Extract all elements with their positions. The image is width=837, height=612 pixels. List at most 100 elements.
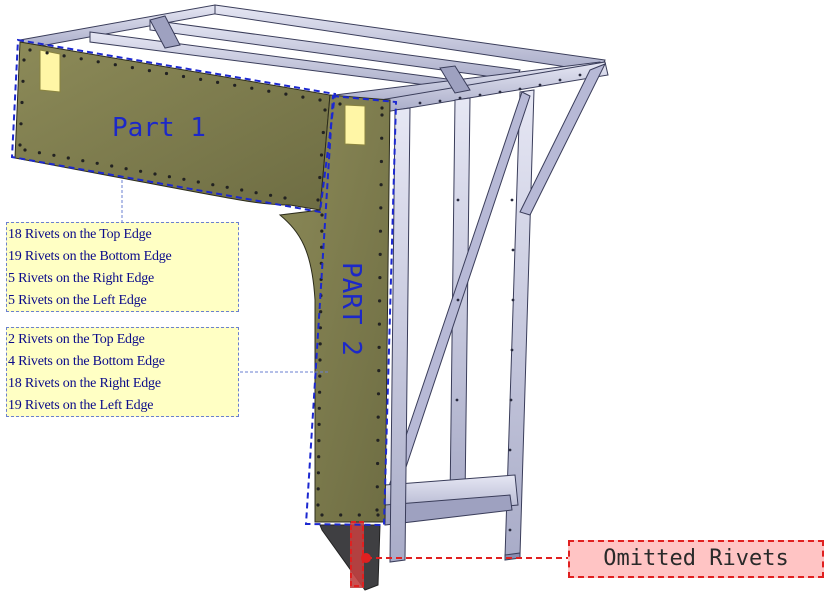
- part1-note-right: 5 Rivets on the Right Edge: [8, 271, 155, 286]
- panel-rivets: [18, 48, 384, 517]
- rivet-hole: [339, 513, 343, 517]
- rivet-hole: [317, 406, 321, 410]
- rivet-hole: [23, 148, 27, 152]
- rivet-hole: [28, 48, 32, 52]
- rivet-hole: [379, 159, 383, 164]
- rivet-hole: [378, 276, 382, 280]
- rivet-hole: [320, 213, 324, 217]
- rivet-hole: [130, 66, 134, 70]
- part2-note-top: 2 Rivets on the Top Edge: [8, 332, 145, 347]
- rivet-hole: [18, 143, 22, 147]
- part1-note-bottom: 19 Rivets on the Bottom Edge: [8, 249, 172, 264]
- rivet-hole: [318, 374, 322, 378]
- rivet-hole: [318, 390, 322, 394]
- part2-lower-extension: [319, 522, 381, 591]
- rivet-hole: [316, 487, 320, 491]
- rivet-hole: [153, 172, 157, 176]
- rivet-hole: [269, 193, 273, 197]
- rivet-hole: [318, 98, 322, 102]
- rivet-hole: [79, 57, 83, 61]
- part1-label: Part 1: [112, 113, 206, 143]
- part2-panel: [278, 94, 391, 523]
- rivet-hole: [380, 113, 384, 117]
- rivet-hole: [318, 342, 322, 346]
- rivet-hole: [181, 74, 186, 79]
- rivet-hole: [225, 185, 229, 189]
- part1-rivet-notes: 18 Rivets on the Top Edge 19 Rivets on t…: [6, 222, 239, 312]
- omitted-rivets-marker: [350, 521, 568, 587]
- top-frame: [18, 4, 609, 113]
- rivet-hole: [22, 58, 26, 62]
- rivet-hole: [96, 60, 100, 64]
- rivet-hole: [317, 422, 321, 426]
- rivet-hole: [250, 86, 254, 90]
- rivet-hole: [375, 485, 379, 489]
- rivet-hole: [199, 77, 203, 81]
- rivet-hole: [45, 51, 49, 55]
- rivet-hole: [124, 167, 128, 171]
- rivet-hole: [376, 392, 381, 396]
- rivet-hole: [21, 79, 25, 83]
- rivet-hole: [377, 345, 381, 349]
- frame-holes: [418, 73, 582, 532]
- rivet-hole: [37, 151, 42, 155]
- rivet-hole: [379, 183, 383, 187]
- rivet-hole: [62, 54, 66, 58]
- rivet-hole: [319, 153, 324, 157]
- rivet-hole: [283, 196, 287, 200]
- part1-note-left: 5 Rivets on the Left Edge: [8, 293, 147, 308]
- rivet-hole: [267, 89, 271, 93]
- panel-outlines: [10, 38, 398, 527]
- omitted-rivets-label: Omitted Rivets: [568, 540, 824, 578]
- part2-note-bottom: 4 Rivets on the Bottom Edge: [8, 354, 165, 369]
- rivet-hole: [164, 71, 169, 76]
- rivet-hole: [338, 102, 342, 106]
- rivet-hole: [317, 439, 321, 443]
- rivet-hole: [317, 455, 321, 459]
- part2-rivet-notes: 2 Rivets on the Top Edge 4 Rivets on the…: [6, 327, 239, 417]
- rivet-hole: [376, 438, 380, 442]
- rivet-hole: [380, 106, 384, 110]
- rivet-hole: [320, 513, 324, 517]
- rivet-hole: [95, 161, 99, 165]
- rivet-hole: [316, 198, 320, 202]
- rivet-hole: [182, 177, 186, 181]
- rivet-hole: [233, 83, 237, 87]
- rivet-hole: [377, 369, 381, 373]
- rivet-hole: [110, 164, 114, 168]
- rivet-hole: [20, 100, 24, 105]
- rivet-hole: [320, 229, 324, 233]
- rivet-hole: [211, 183, 215, 187]
- rivet-hole: [19, 122, 23, 126]
- rivet-hole: [52, 153, 56, 157]
- rivet-hole: [376, 415, 380, 419]
- rivet-hole: [316, 503, 320, 507]
- rivet-hole: [378, 299, 382, 303]
- part1-panel: [14, 41, 331, 211]
- rivet-hole: [380, 136, 384, 140]
- rivet-hole: [66, 156, 70, 160]
- rivet-hole: [379, 206, 383, 210]
- rivet-hole: [378, 229, 383, 233]
- rivet-hole: [167, 175, 171, 179]
- rivet-hole: [375, 508, 379, 512]
- rivet-hole: [147, 69, 151, 73]
- part2-note-right: 18 Rivets on the Right Edge: [8, 376, 161, 391]
- rivet-hole: [139, 169, 143, 173]
- rivet-hole: [196, 180, 200, 184]
- part2-note-left: 19 Rivets on the Left Edge: [8, 398, 154, 413]
- rivet-hole: [254, 191, 258, 195]
- rivet-hole: [81, 159, 85, 163]
- rivet-hole: [316, 471, 320, 475]
- rivet-hole: [240, 188, 244, 192]
- support-structure: [384, 63, 607, 563]
- rivet-hole: [319, 310, 323, 314]
- rivet-hole: [318, 358, 322, 362]
- rivet-hole: [113, 63, 117, 67]
- rivet-hole: [301, 95, 305, 99]
- rivet-hole: [320, 245, 324, 249]
- rivet-hole: [378, 252, 382, 256]
- part2-label: PART 2: [336, 262, 366, 356]
